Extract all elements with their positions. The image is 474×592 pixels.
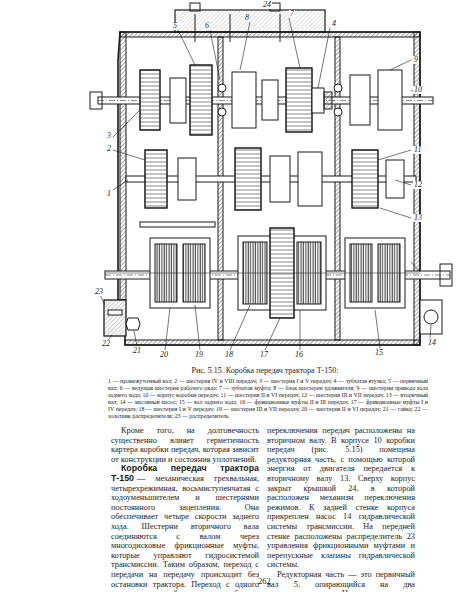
paragraph: Кроме того, на долговечность существенно…: [111, 426, 259, 464]
page-number: 262: [258, 576, 271, 586]
callout-number: 7: [289, 10, 295, 18]
text-column: переключения передач расположены на втор…: [267, 426, 415, 592]
callout-number: 9: [413, 56, 419, 64]
callout-number: 5: [172, 22, 178, 30]
callout-number: 3: [106, 132, 112, 140]
figure-caption: Рис. 5.15. Коробка передач трактора Т-15…: [100, 366, 430, 375]
paragraph-text: — механическая трехвальная, четырехрежим…: [111, 474, 259, 592]
callout-number: 14: [427, 339, 437, 347]
callout-number: 2: [106, 145, 112, 153]
callout-number: 24: [262, 1, 272, 9]
callout-number: 20: [159, 351, 169, 359]
callout-number: 6: [204, 22, 210, 30]
callout-number: 23: [94, 288, 104, 296]
figure-legend: 1 — промежуточный вал; 2 — шестерня IV и…: [108, 378, 428, 420]
callout-number: 1: [106, 190, 112, 198]
callout-number: 15: [374, 349, 384, 357]
callout-number: 17: [259, 351, 269, 359]
text-column: Кроме того, на долговечность существенно…: [111, 426, 259, 592]
paragraph: переключения передач расположены на втор…: [267, 426, 415, 570]
callout-number: 8: [244, 14, 250, 22]
callout-number: 13: [413, 214, 423, 222]
callout-number: 16: [294, 351, 304, 359]
paragraph: Редукторная часть — это первичный вал 5,…: [267, 570, 415, 592]
callout-number: 18: [224, 351, 234, 359]
callout-number: 22: [101, 340, 111, 348]
callout-number: 19: [194, 351, 204, 359]
paragraph: Коробка передач трактора Т-150— механиче…: [111, 464, 259, 592]
callout-number: 10: [413, 86, 423, 94]
callout-number: 4: [331, 20, 337, 28]
callout-number: 12: [413, 181, 423, 189]
callout-number: 11: [413, 146, 422, 154]
callout-number: 21: [132, 347, 142, 355]
